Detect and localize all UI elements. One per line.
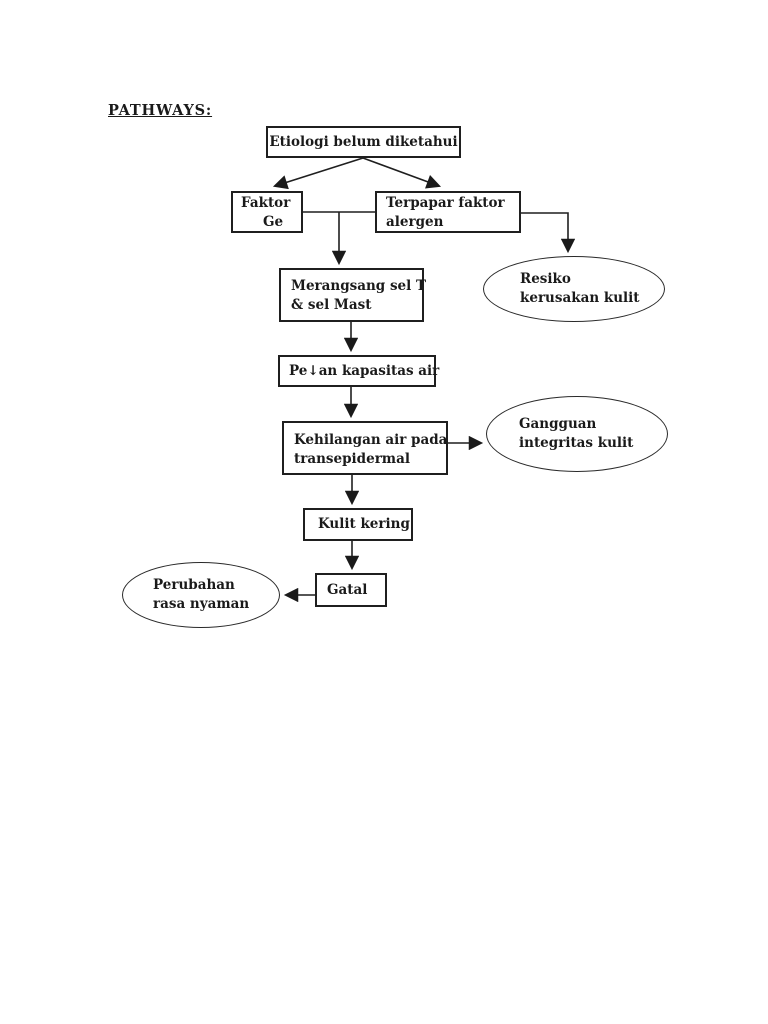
node-gangguan-integritas-kulit: Gangguan integritas kulit [486,396,668,472]
node-label: Terpapar faktor [386,195,505,211]
node-kulit-kering: Kulit kering [303,508,413,541]
node-label: Perubahan [153,577,235,593]
node-label: alergen [386,214,444,230]
node-perubahan-rasa-nyaman: Perubahan rasa nyaman [122,562,280,628]
node-etiologi: Etiologi belum diketahui [266,126,461,158]
node-label: Merangsang sel T [291,278,427,294]
node-label: Gatal [327,581,368,598]
node-terpapar-faktor-alergen: Terpapar faktor alergen [375,191,521,233]
node-kehilangan-air-transepidermal: Kehilangan air pada transepidermal [282,421,448,475]
node-label: & sel Mast [291,297,372,313]
node-label: kerusakan kulit [520,290,640,306]
node-faktor-gen: Faktor Ge [231,191,303,233]
node-label: Ge [263,214,284,230]
node-label: rasa nyaman [153,596,250,612]
node-merangsang-sel: Merangsang sel T & sel Mast [279,268,427,322]
node-label: transepidermal [294,451,410,467]
node-label: Gangguan [519,416,597,432]
page-title: PATHWAYS: [108,102,213,119]
node-resiko-kerusakan-kulit: Resiko kerusakan kulit [483,256,665,322]
node-gatal: Gatal [315,573,387,607]
node-label: Resiko [520,271,571,287]
arrow-etiologi-to-faktor [272,157,364,190]
node-label: Pe↓an kapasitas air [289,362,440,379]
node-label: Faktor [241,195,291,211]
node-label: integritas kulit [519,435,634,451]
arrow-terpapar-to-resiko [520,212,576,254]
arrow-etiologi-to-terpapar [362,157,442,189]
node-label: Kehilangan air pada [294,432,448,448]
node-label: Kulit kering [318,516,410,532]
node-label: Etiologi belum diketahui [269,133,458,150]
node-penurunan-kapasitas-air: Pe↓an kapasitas air [278,355,440,387]
